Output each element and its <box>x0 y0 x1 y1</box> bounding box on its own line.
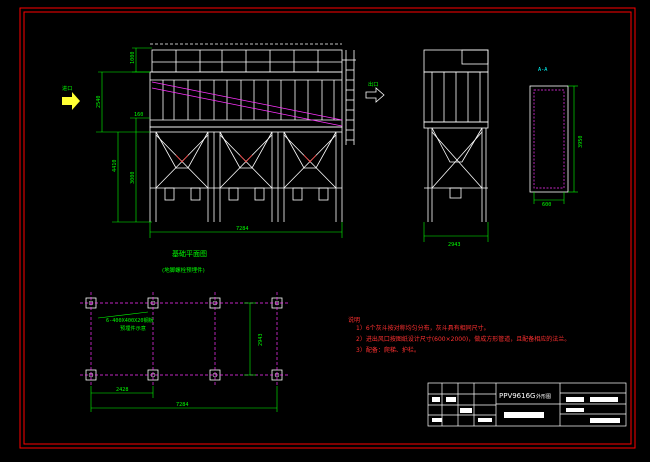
foundation-subtitle: (地脚螺栓预埋件) <box>162 266 205 274</box>
title-block: PPV9616G 外形图 <box>427 382 627 427</box>
foundation-plan: 基础平面图 (地脚螺栓预埋件) <box>80 249 290 412</box>
dim-foundation-total: 7284 <box>176 402 189 408</box>
section-label: A-A <box>538 67 548 73</box>
foundation-title: 基础平面图 <box>172 249 207 258</box>
outlet-arrow-icon <box>365 87 385 103</box>
drawing-border <box>19 7 636 449</box>
notes-block: 说明 1）6个灰斗按对称均匀分布，灰斗具有相同尺寸。 2）进出风口按图纸设计尺寸… <box>348 316 570 354</box>
dim-section-height: 3950 <box>578 136 584 149</box>
dim-section-width: 600 <box>542 202 551 208</box>
section-view: A-A 3950 600 <box>529 67 584 208</box>
title-drawing-name: 外形图 <box>536 393 551 400</box>
inlet-label: 进口 <box>62 84 72 92</box>
dim-mid: 160 <box>134 112 143 118</box>
dim-upper: 2540 <box>96 96 102 109</box>
bolt-label: 6-400X400X20钢板 <box>106 316 155 324</box>
note-item-1: 1）6个灰斗按对称均匀分布，灰斗具有相同尺寸。 <box>356 324 490 332</box>
front-view: 进口 出口 1000 2540 160 4410 3000 7284 <box>62 43 385 238</box>
side-view: 2943 <box>423 49 489 248</box>
dim-foundation-height: 2943 <box>258 334 264 347</box>
dim-width-side: 2943 <box>448 242 461 248</box>
title-model: PPV9616G <box>499 392 535 400</box>
dim-foundation-left: 2428 <box>116 387 129 393</box>
dim-hopper: 3000 <box>130 172 136 185</box>
notes-heading: 说明 <box>348 316 360 324</box>
outlet-label: 出口 <box>368 80 378 88</box>
dim-total: 4410 <box>112 160 118 173</box>
dim-width-front: 7284 <box>236 226 249 232</box>
note-item-3: 3）配备：爬梯、护栏。 <box>356 346 420 354</box>
note-item-2: 2）进出风口按图纸设计尺寸(600×2000)，做成方形管道，且配备相应的法兰。 <box>356 335 570 343</box>
inlet-arrow-icon <box>62 92 80 110</box>
bolt-note: 预埋件示意 <box>120 324 146 332</box>
dim-top-box: 1000 <box>130 52 136 65</box>
